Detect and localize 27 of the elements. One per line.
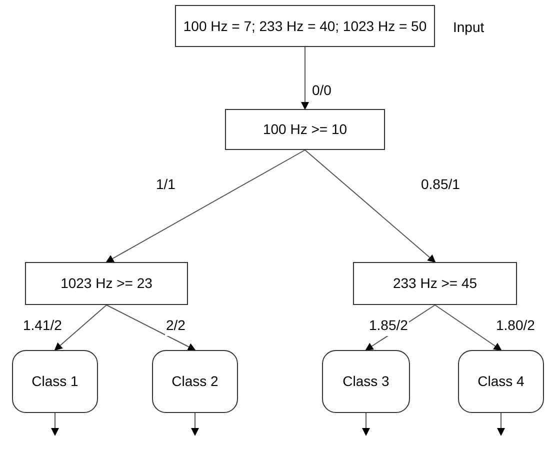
arrow	[497, 412, 505, 436]
decision-box	[353, 262, 517, 305]
arrow	[191, 412, 199, 436]
decision-box	[225, 109, 385, 150]
decision-box	[175, 5, 435, 47]
arrow	[301, 46, 309, 110]
node-label: 1023 Hz >= 23	[60, 274, 152, 293]
decision-box	[25, 262, 188, 305]
arrow	[304, 150, 436, 263]
node-label: 233 Hz >= 45	[392, 274, 478, 293]
node-label: Class 1	[32, 372, 78, 391]
node-label: Class 3	[342, 372, 390, 391]
arrow	[106, 304, 196, 350]
arrow	[51, 412, 59, 436]
arrow	[434, 304, 502, 351]
arrow	[106, 150, 306, 262]
arrow	[54, 304, 107, 351]
arrow	[362, 412, 370, 436]
class-box	[322, 350, 410, 413]
class-box	[458, 350, 544, 413]
side-label: Input	[453, 18, 484, 37]
node-label: Class 4	[478, 372, 524, 391]
node-label: 100 Hz = 7; 233 Hz = 40; 1023 Hz = 50	[183, 16, 427, 36]
class-box	[152, 350, 238, 413]
node-label: 100 Hz >= 10	[262, 120, 348, 139]
class-box	[12, 350, 98, 413]
node-label: Class 2	[172, 372, 218, 391]
